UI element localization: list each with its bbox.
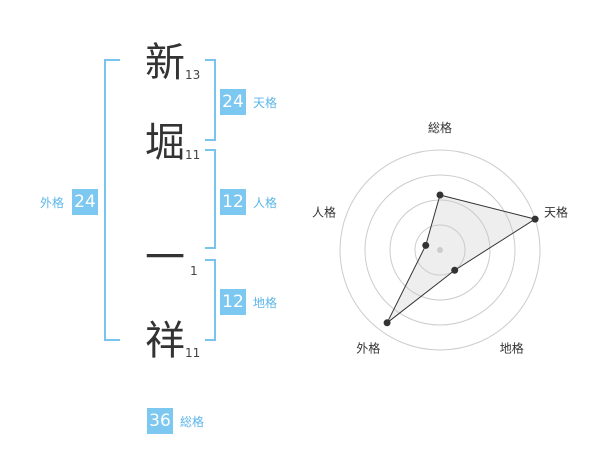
chikaku-label: 地格 [253,296,278,310]
tenkaku-value: 24 [220,89,246,115]
chikaku-bracket [205,259,216,341]
stroke-count-3: 1 [190,264,198,278]
radar-axis-label-1: 総格 [428,120,452,135]
chikaku-value: 12 [220,289,246,315]
radar-ring-3 [364,174,516,326]
name-char-2: 堀 [145,120,185,166]
radar-axis-label-4: 外格 [356,341,380,356]
stroke-count-4: 11 [185,346,201,360]
radar-axis-label-2: 天格 [544,204,568,219]
soukaku-value: 36 [147,408,173,434]
name-char-3: 一 [145,235,185,281]
radar-ring-2 [389,199,491,301]
gaikaku-value: 24 [72,189,98,215]
radar-center [437,247,443,253]
radar-point-1 [436,191,444,199]
radar-point-4 [383,319,391,327]
name-char-1: 新 [145,40,185,86]
jinkaku-value: 12 [220,189,246,215]
name-char-4: 祥 [145,318,185,364]
radar-axis-label-5: 人格 [312,204,336,219]
radar-polygon [386,194,537,324]
gaikaku-label: 外格 [40,196,65,210]
gaikaku-bracket [104,59,120,341]
stroke-count-2: 11 [185,148,201,162]
radar-ring-4 [339,149,541,351]
radar-ring-1 [414,224,466,276]
jinkaku-bracket [205,149,216,249]
radar-point-3 [451,266,459,274]
stroke-count-1: 13 [185,68,201,82]
radar-point-2 [531,215,539,223]
radar-point-5 [422,241,430,249]
soukaku-label: 総格 [180,415,205,429]
radar-axis-label-3: 地格 [500,341,524,356]
jinkaku-label: 人格 [253,196,278,210]
tenkaku-bracket [205,59,216,141]
tenkaku-label: 天格 [253,96,278,110]
